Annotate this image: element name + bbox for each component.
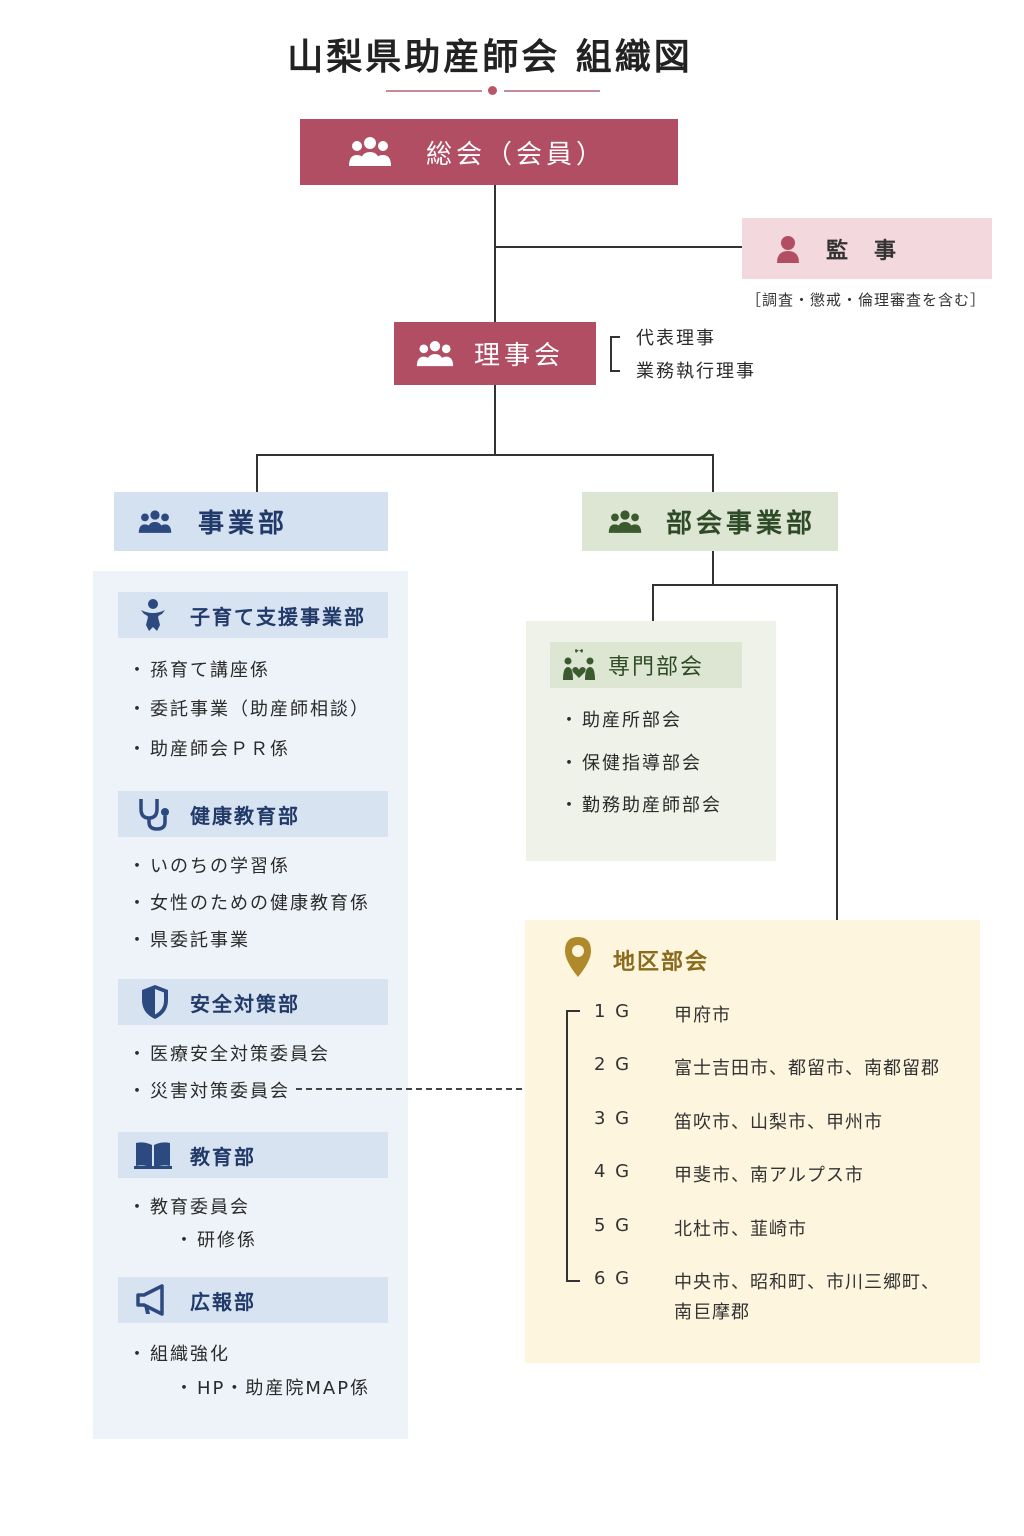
list-item: ・勤務助産師部会 [560, 795, 722, 816]
regional-groups-bracket [566, 1010, 580, 1282]
connector-board-down [494, 385, 496, 455]
specialist-title: 専門部会 [608, 655, 705, 680]
page-title: 山梨県助産師会 組織図 [287, 37, 693, 78]
list-subitem: ・HP・助産院MAP係 [175, 1378, 371, 1399]
board-role-executive: 業務執行理事 [636, 361, 756, 382]
family-heart-icon [562, 648, 596, 682]
title-divider-right [504, 90, 600, 92]
group-label: 3 G [594, 1108, 632, 1129]
board-role-representative: 代表理事 [636, 328, 716, 349]
list-item: ・組織強化 [128, 1344, 230, 1365]
connector-subcommittee [712, 454, 714, 492]
list-item: ・孫育て講座係 [128, 660, 270, 681]
list-item: ・保健指導部会 [560, 753, 702, 774]
shield-icon [140, 984, 170, 1020]
group-icon [608, 509, 642, 535]
section-pr-header: 広報部 [118, 1277, 388, 1323]
group-areas: 甲府市 [674, 1005, 731, 1026]
stethoscope-icon [136, 796, 172, 832]
list-item: ・教育委員会 [128, 1197, 250, 1218]
group-areas: 笛吹市、山梨市、甲州市 [674, 1112, 883, 1133]
connector-auditor [494, 246, 742, 248]
group-label: 5 G [594, 1215, 632, 1236]
general-assembly-box: 総会（会員） [300, 119, 678, 185]
group-icon [348, 136, 392, 168]
connector-business [256, 454, 258, 492]
group-areas: 北杜市、韮崎市 [674, 1219, 807, 1240]
baby-icon [138, 598, 168, 632]
business-dept-label: 事業部 [198, 509, 289, 539]
list-item: ・いのちの学習係 [128, 856, 290, 877]
group-icon [138, 509, 172, 535]
subcommittee-dept-label: 部会事業部 [666, 509, 817, 539]
group-label: 1 G [594, 1001, 632, 1022]
group-areas: 富士吉田市、都留市、南都留郡 [674, 1058, 940, 1079]
group-areas-continued: 南巨摩郡 [674, 1302, 750, 1323]
section-health-edu-title: 健康教育部 [190, 803, 300, 828]
title-divider-dot [488, 86, 497, 95]
section-childcare-header: 子育て支援事業部 [118, 592, 388, 638]
connector-split [256, 454, 714, 456]
megaphone-icon [134, 1284, 170, 1316]
list-item: ・女性のための健康教育係 [128, 893, 370, 914]
section-health-edu-header: 健康教育部 [118, 791, 388, 837]
regional-title: 地区部会 [613, 950, 710, 975]
section-childcare-title: 子育て支援事業部 [190, 604, 366, 629]
book-icon [134, 1140, 172, 1170]
section-safety-title: 安全対策部 [190, 991, 300, 1016]
auditor-note: ［調査・懲戒・倫理審査を含む］ [746, 291, 987, 309]
connector-subcommittee-split [652, 584, 838, 586]
connector-regional [836, 584, 838, 920]
list-item: ・災害対策委員会 [128, 1081, 290, 1102]
section-education-title: 教育部 [190, 1144, 256, 1169]
specialist-header: 専門部会 [550, 642, 742, 688]
list-item: ・助産所部会 [560, 710, 682, 731]
section-pr-title: 広報部 [190, 1289, 256, 1314]
group-icon [416, 340, 454, 368]
section-safety-header: 安全対策部 [118, 979, 388, 1025]
group-areas: 甲斐市、南アルプス市 [674, 1165, 864, 1186]
list-item: ・委託事業（助産師相談） [128, 699, 370, 720]
list-item: ・助産師会ＰＲ係 [128, 739, 290, 760]
section-education-header: 教育部 [118, 1132, 388, 1178]
board-roles-bracket [610, 336, 620, 372]
connector-specialist [652, 584, 654, 622]
auditor-label: 監 事 [826, 238, 899, 264]
regional-panel [525, 920, 980, 1363]
list-item: ・県委託事業 [128, 930, 250, 951]
list-subitem: ・研修係 [175, 1230, 257, 1251]
auditor-box: 監 事 [742, 218, 992, 279]
subcommittee-dept-box: 部会事業部 [582, 492, 838, 551]
group-label: 2 G [594, 1054, 632, 1075]
connector-subcommittee-down [712, 551, 714, 585]
connector-assembly-board [494, 184, 496, 322]
person-icon [776, 235, 800, 263]
location-pin-icon [563, 936, 593, 978]
title-divider-left [386, 90, 482, 92]
board-box: 理事会 [394, 322, 596, 385]
general-assembly-label: 総会（会員） [426, 139, 607, 170]
group-label: 6 G [594, 1268, 632, 1289]
business-dept-box: 事業部 [114, 492, 388, 551]
disaster-link-dashed-line [296, 1088, 522, 1090]
group-label: 4 G [594, 1161, 632, 1182]
group-areas: 中央市、昭和町、市川三郷町、 [674, 1272, 940, 1293]
list-item: ・医療安全対策委員会 [128, 1044, 330, 1065]
board-label: 理事会 [474, 341, 565, 371]
